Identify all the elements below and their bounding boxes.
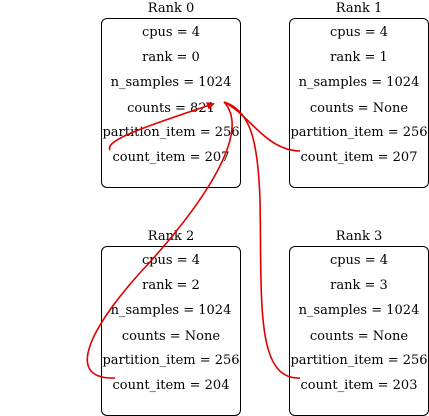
rank-3-n-samples: n_samples = 1024 — [298, 303, 420, 318]
rank-3-partition-item: partition_item = 256 — [290, 353, 428, 368]
rank-3-panel: Rank 3 cpus = 4 rank = 3 n_samples = 102… — [289, 228, 429, 416]
rank-0-rank: rank = 0 — [142, 50, 200, 65]
rank-2-n-samples: n_samples = 1024 — [110, 303, 232, 318]
rank-1-cpus: cpus = 4 — [329, 25, 389, 40]
rank-2-cpus: cpus = 4 — [141, 253, 201, 268]
rank-1-title: Rank 1 — [335, 1, 383, 16]
rank-1-n-samples: n_samples = 1024 — [298, 75, 420, 90]
rank-0-counts: counts = 821 — [127, 101, 215, 116]
rank-0-n-samples: n_samples = 1024 — [110, 75, 232, 90]
rank-2-box: cpus = 4 rank = 2 n_samples = 1024 count… — [101, 246, 241, 416]
rank-2-counts: counts = None — [121, 329, 221, 344]
rank-0-panel: Rank 0 cpus = 4 rank = 0 n_samples = 102… — [101, 0, 241, 188]
rank-0-title: Rank 0 — [147, 1, 195, 16]
rank-3-box: cpus = 4 rank = 3 n_samples = 1024 count… — [289, 246, 429, 416]
rank-2-partition-item: partition_item = 256 — [102, 353, 240, 368]
rank-3-rank: rank = 3 — [330, 278, 388, 293]
rank-0-cpus: cpus = 4 — [141, 25, 201, 40]
rank-2-count-item: count_item = 204 — [112, 378, 230, 393]
rank-0-partition-item: partition_item = 256 — [102, 125, 240, 140]
rank-1-panel: Rank 1 cpus = 4 rank = 1 n_samples = 102… — [289, 0, 429, 188]
rank-0-count-item: count_item = 207 — [112, 150, 230, 165]
rank-3-count-item: count_item = 203 — [300, 378, 418, 393]
rank-2-title: Rank 2 — [147, 229, 195, 244]
rank-1-rank: rank = 1 — [330, 50, 388, 65]
rank-1-box: cpus = 4 rank = 1 n_samples = 1024 count… — [289, 18, 429, 188]
rank-3-title: Rank 3 — [335, 229, 383, 244]
rank-1-counts: counts = None — [309, 101, 409, 116]
rank-2-rank: rank = 2 — [142, 278, 200, 293]
rank-1-partition-item: partition_item = 256 — [290, 125, 428, 140]
rank-3-cpus: cpus = 4 — [329, 253, 389, 268]
rank-1-count-item: count_item = 207 — [300, 150, 418, 165]
rank-2-panel: Rank 2 cpus = 4 rank = 2 n_samples = 102… — [101, 228, 241, 416]
rank-0-box: cpus = 4 rank = 0 n_samples = 1024 count… — [101, 18, 241, 188]
rank-3-counts: counts = None — [309, 329, 409, 344]
